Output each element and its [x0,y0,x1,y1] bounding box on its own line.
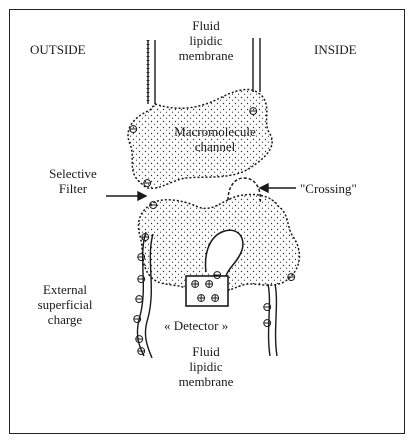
fluid-membrane-top-line-3: membrane [176,48,236,63]
fluid-membrane-top-label: Fluid lipidic membrane [176,18,236,63]
charge-plus-icon: ⊕ [210,291,220,306]
charge-minus-icon: ⊖ [136,250,146,265]
external-charge-line-3: charge [30,312,100,327]
selective-filter-line-1: Selective [38,166,108,181]
charge-minus-icon: ⊖ [136,344,146,359]
charge-minus-icon: ⊖ [128,122,138,137]
macromolecule-channel-line-1: Macromolecule [160,124,270,139]
charge-minus-icon: ⊖ [136,272,146,287]
crossing-label: "Crossing" [300,181,357,196]
fluid-membrane-bottom-label: Fluid lipidic membrane [176,344,236,389]
selective-filter-line-2: Filter [38,181,108,196]
charge-plus-icon: ⊕ [190,277,200,292]
external-charge-line-1: External [30,282,100,297]
charge-minus-icon: ⊖ [262,316,272,331]
inside-label: INSIDE [314,42,357,57]
charge-minus-icon: ⊖ [262,300,272,315]
charge-minus-icon: ⊖ [142,176,152,191]
charge-plus-icon: ⊕ [204,277,214,292]
charge-plus-icon: ⊕ [196,291,206,306]
fluid-membrane-top-line-1: Fluid [176,18,236,33]
charge-minus-icon: ⊖ [132,312,142,327]
fluid-membrane-top-line-2: lipidic [176,33,236,48]
macromolecule-channel-line-2: channel [160,139,270,154]
charge-minus-icon: ⊖ [140,230,150,245]
fluid-membrane-bottom-line-2: lipidic [176,359,236,374]
macromolecule-channel-label: Macromolecule channel [160,124,270,154]
external-charge-label: External superficial charge [30,282,100,327]
charge-minus-icon: ⊖ [286,270,296,285]
charge-minus-icon: ⊖ [134,292,144,307]
selective-filter-label: Selective Filter [38,166,108,196]
charge-minus-icon: ⊖ [248,104,258,119]
outside-label: OUTSIDE [30,42,86,57]
fluid-membrane-bottom-line-1: Fluid [176,344,236,359]
detector-label: « Detector » [164,318,228,333]
external-charge-line-2: superficial [30,297,100,312]
charge-minus-icon: ⊖ [148,198,158,213]
fluid-membrane-bottom-line-3: membrane [176,374,236,389]
